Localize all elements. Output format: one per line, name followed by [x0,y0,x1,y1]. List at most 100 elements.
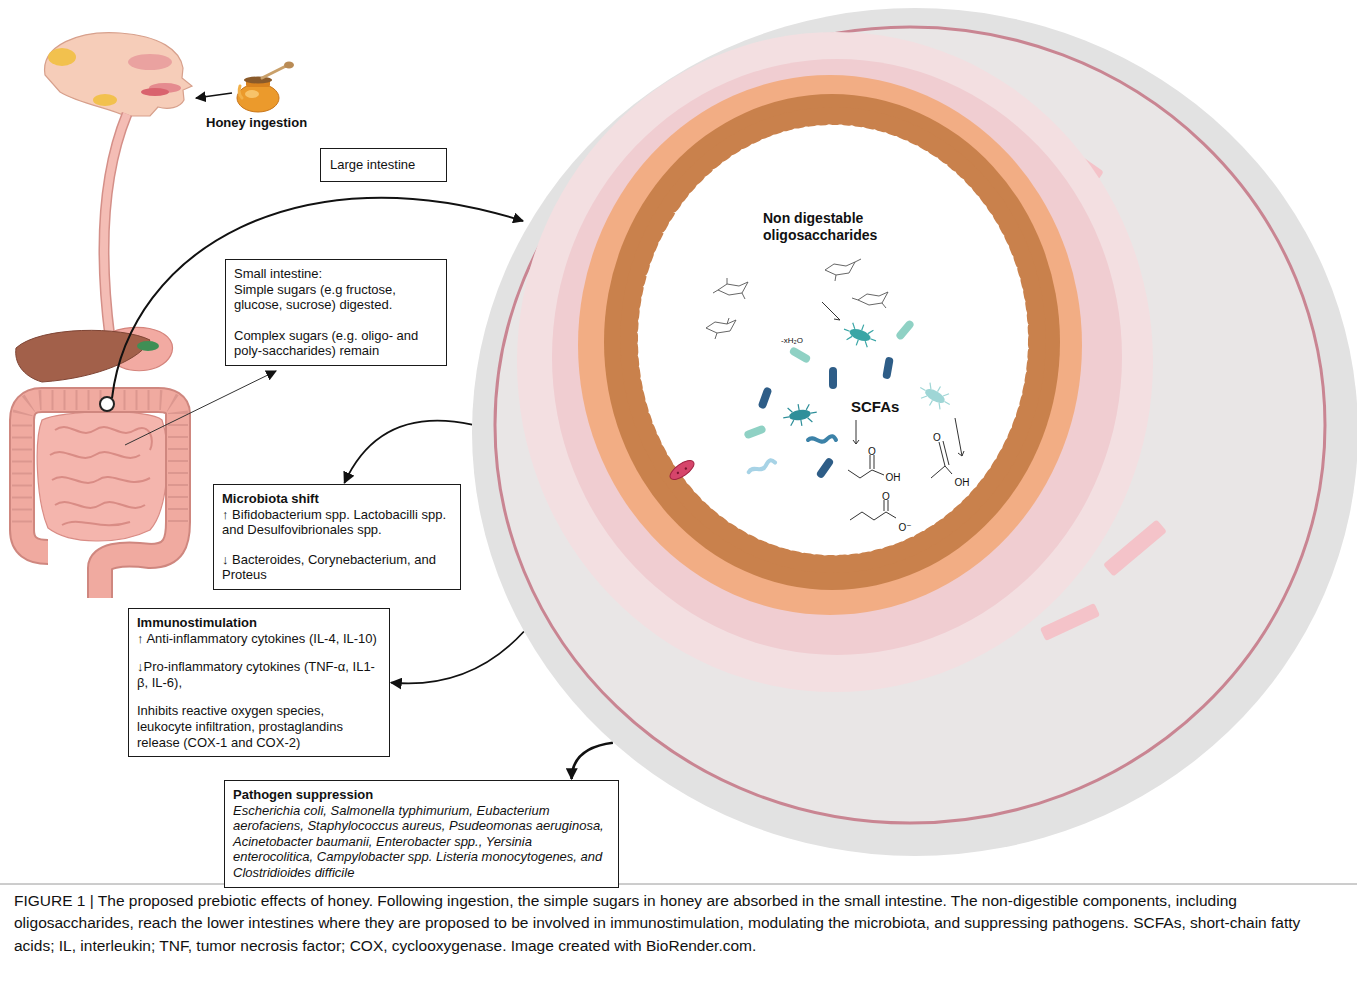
intestine-cross-section-drawing [604,94,1060,590]
oligosaccharide-structures [706,318,736,339]
oligosaccharide-structures [706,259,888,339]
scfa-structures [931,441,952,478]
honey-jar [284,62,294,69]
box-body: Simple sugars (e.g fructose, glucose, su… [234,282,438,313]
bacteria [747,459,775,474]
honey-jar [239,86,242,98]
oligosaccharide-structures [825,262,855,275]
large-intestine-pointer [112,198,523,398]
connector-arrow [391,632,524,684]
bacteria [829,367,837,389]
lumen-arrows [955,418,962,456]
bacteria [840,319,879,351]
connector-arrow [572,743,613,779]
region-label: Non digestable oligosaccharides [763,210,893,244]
head-illustration [141,88,169,96]
bacteria [667,457,697,483]
bacteria [848,327,872,344]
lumen-arrows [853,440,859,444]
honey-jar [262,66,286,78]
muscle-patches [1040,603,1100,641]
box-body: ↑ Anti-inflammatory cytokines (IL-4, IL-… [137,631,381,647]
box-title: Small intestine: [234,266,438,282]
bacteria [915,378,955,414]
oligosaccharide-structures [713,278,748,299]
bacteria [915,378,955,414]
honey-jar [237,84,279,112]
box-body: ↓ Bacteroides, Corynebacterium, and Prot… [222,552,452,583]
location-dot [100,397,114,411]
bacteria [676,471,679,474]
head-illustration [45,33,192,116]
atom-label: O [882,491,890,502]
colon-drawing [22,400,178,598]
honey-jar [237,62,294,113]
region-box: Large intestine [320,148,447,182]
caption-rule [0,884,1357,885]
oligosaccharide-structures [852,292,888,308]
effect-box: Immunostimulation↑ Anti-inflammatory cyt… [128,608,390,757]
colon-drawing [22,400,178,598]
scfa-structures [848,455,884,478]
box-title: Large intestine [330,157,437,173]
bacteria [757,386,772,409]
lumen-arrows [822,302,840,320]
small-intestine-drawing [37,412,167,541]
box-title: Immunostimulation [137,615,381,631]
atom-label: O [868,446,876,457]
stomach-liver [137,341,159,351]
intestine-cross-section: Non digestable oligosaccharidesSCFAs [472,7,1357,857]
bacteria [788,408,811,422]
caption-area: FIGURE 1 | The proposed prebiotic effect… [14,890,1343,957]
muscle-patches [1103,519,1167,576]
oligosaccharide-structures [715,318,729,339]
lumen-arrows [834,316,840,320]
figure-caption: FIGURE 1 | The proposed prebiotic effect… [14,890,1343,957]
colon-drawing [22,400,178,530]
bacteria [667,457,697,483]
bacteria [743,424,766,439]
bacteria [788,346,811,364]
small-intestine-drawing [50,427,152,525]
intestine-cross-section-drawing [552,59,1122,655]
connector-arrow [344,421,472,483]
head-illustration [128,54,172,70]
intestine-cross-section-drawing [629,116,1037,564]
box-body: Inhibits reactive oxygen species, leukoc… [137,703,381,750]
bacteria [815,457,834,480]
region-label: SCFAs [851,398,921,416]
bacteria [840,319,879,351]
esophagus [104,114,127,338]
oligosaccharide-structures [825,259,861,281]
intestine-cross-section-drawing [495,27,1325,823]
colon-drawing [22,400,178,598]
honey-jar [245,90,259,98]
intestine-cross-section-drawing [578,75,1082,615]
box-body: Escherichia coli, Salmonella typhimurium… [233,803,610,881]
box-body: ↓Pro-inflammatory cytokines (TNF-α, IL1-… [137,659,381,690]
esophagus [104,114,127,338]
bacteria [882,356,894,379]
bacteria [808,436,836,442]
bacteria [781,401,818,429]
intestine-cross-section-drawing [629,116,1037,564]
intestine-cross-section-drawing [517,32,1153,692]
oligosaccharide-structures [835,259,861,281]
stomach-liver [16,330,150,382]
oligosaccharide-structures [852,298,886,308]
oligosaccharide-structures [706,320,736,333]
small-intestine-drawing [37,412,167,541]
effect-box: Microbiota shift↑ Bifidobacterium spp. L… [213,484,461,590]
process-box: Small intestine:Simple sugars (e.g fruct… [225,259,447,366]
lumen-arrows [856,420,857,444]
box-body: Complex sugars (e.g. oligo- and poly-sac… [234,328,438,359]
lumen-arrows [822,302,964,456]
atom-label: O⁻ [898,522,911,533]
box-title: Pathogen suppression [233,787,610,803]
oligosaccharide-structures [713,278,745,299]
intestine-cross-section-drawing [472,8,1357,856]
atom-label: OH [955,477,970,488]
bacteria [684,467,687,470]
bacteria [781,401,818,429]
stomach-liver [16,327,173,382]
